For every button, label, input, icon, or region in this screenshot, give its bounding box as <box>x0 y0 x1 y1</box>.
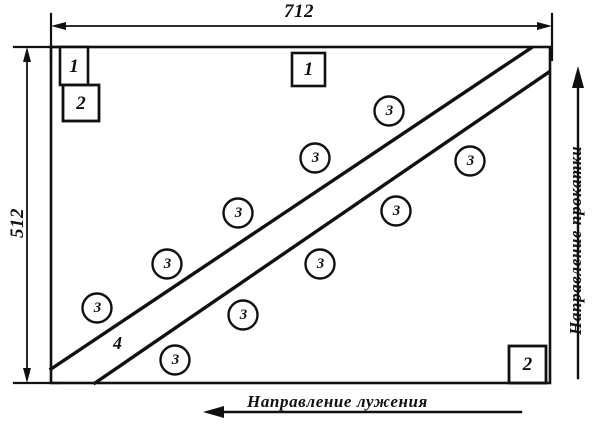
circle-callout-ring <box>81 292 113 324</box>
line-callout-4-label: 4 <box>113 333 122 353</box>
diagonal-line-upper <box>48 45 534 372</box>
circle-callout-ring <box>227 299 259 331</box>
dim-arrow-left <box>51 22 66 30</box>
circle-callout-label: 3 <box>311 150 320 166</box>
callout-box-2-left-label: 2 <box>76 92 86 114</box>
circle-callout-ring <box>380 195 412 227</box>
circle-callout-ring <box>222 197 254 229</box>
callout-box-2-bottom-right-label: 2 <box>522 354 533 375</box>
rolling-direction-arrowhead <box>572 66 584 88</box>
sheet-rectangle <box>49 45 552 385</box>
circle-callout-label: 3 <box>163 256 172 272</box>
circle-callout-ring <box>454 145 486 177</box>
dim-arrow-top <box>23 47 31 62</box>
circle-callout-ring <box>159 344 191 376</box>
circle-callout-label: 3 <box>316 256 325 272</box>
callout-box-2-left-shape <box>61 83 101 123</box>
circle-callout-label: 3 <box>171 352 180 368</box>
circle-callout-label: 3 <box>385 103 394 119</box>
dim-arrow-bottom <box>23 368 31 383</box>
diagonal-line-lower <box>92 69 552 386</box>
width-dimension-label: 712 <box>284 1 314 22</box>
circle-callout-ring <box>304 248 336 280</box>
circle-callout-ring <box>151 248 183 280</box>
circle-callout-label: 3 <box>239 307 248 323</box>
dim-arrow-right <box>537 22 552 30</box>
callout-box-1-top-label: 1 <box>303 59 314 80</box>
height-dimension-label: 512 <box>7 208 28 238</box>
circle-callout-label: 3 <box>234 205 243 221</box>
callout-box-1-top-shape <box>290 51 327 88</box>
bottom-caption-label: Направление лужения <box>247 392 428 411</box>
circle-callout-label: 3 <box>392 203 401 219</box>
tinning-direction-arrowhead <box>203 406 224 418</box>
circle-callout-label: 3 <box>93 300 102 316</box>
circle-callout-ring <box>299 142 331 174</box>
callout-box-1-left-label: 1 <box>69 55 79 77</box>
circle-callout-ring <box>373 95 405 127</box>
circle-callout-label: 3 <box>466 153 475 169</box>
right-caption-label: Направление прокатки <box>566 145 585 335</box>
callout-box-2-bottom-right-shape <box>507 344 548 385</box>
